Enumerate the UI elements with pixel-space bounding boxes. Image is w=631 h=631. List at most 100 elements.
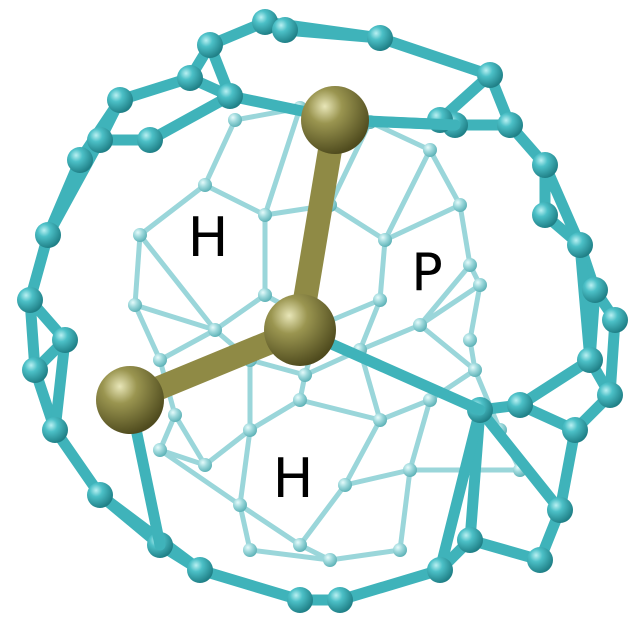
back-atom-27 <box>293 538 307 552</box>
back-bond-41 <box>342 467 413 488</box>
back-bond-59 <box>157 327 218 363</box>
back-bond-45 <box>417 322 478 373</box>
back-atom-26 <box>233 498 247 512</box>
front-bond-16 <box>194 564 306 606</box>
back-atom-4 <box>453 198 467 212</box>
back-atom-37 <box>393 543 407 557</box>
back-bond-5 <box>202 117 238 188</box>
front-atom-23 <box>67 147 93 173</box>
back-bond-42 <box>407 397 433 473</box>
front-bond-45 <box>144 90 236 146</box>
back-bond-34 <box>297 397 383 423</box>
front-atom-28 <box>217 83 243 109</box>
front-atom-33 <box>272 17 298 43</box>
front-atom-7 <box>602 307 628 333</box>
back-atom-25 <box>243 423 257 437</box>
back-bond-38 <box>237 502 303 548</box>
back-bond-53 <box>397 467 413 553</box>
back-bond-62 <box>137 232 218 333</box>
front-atom-26 <box>197 32 223 58</box>
front-atom-6 <box>582 277 608 303</box>
front-atom-24 <box>87 127 113 153</box>
front-atom-18 <box>87 482 113 508</box>
front-bond-36 <box>279 24 386 44</box>
front-atom-20 <box>22 357 48 383</box>
front-atom-2 <box>477 62 503 88</box>
back-atom-11 <box>198 458 212 472</box>
back-bond-52 <box>327 547 403 563</box>
back-bond-27 <box>357 322 423 353</box>
back-bond-60 <box>262 105 303 218</box>
front-atom-12 <box>427 557 453 583</box>
hexagon-face-label-bottom: H <box>273 447 314 510</box>
pentagon-face-label-right: P <box>411 243 442 303</box>
back-bond-49 <box>237 502 253 553</box>
dopant-atom-0 <box>301 86 369 154</box>
front-atom-14 <box>327 587 353 613</box>
back-bond-6 <box>137 182 208 238</box>
front-bond-14 <box>334 564 446 606</box>
back-atom-12 <box>258 208 272 222</box>
front-atom-1 <box>367 25 393 51</box>
front-cage-atoms <box>17 9 628 613</box>
front-atom-34 <box>532 202 558 228</box>
front-atom-13 <box>457 527 483 553</box>
back-atom-36 <box>323 553 337 567</box>
back-atom-20 <box>298 368 312 382</box>
back-bond-14 <box>377 237 388 303</box>
front-atom-3 <box>497 112 523 138</box>
back-bond-11 <box>202 182 268 218</box>
back-atom-18 <box>208 323 222 337</box>
front-bond-42 <box>474 404 566 516</box>
front-atom-35 <box>577 347 603 373</box>
front-bond-50 <box>94 489 206 576</box>
back-atom-35 <box>243 543 257 557</box>
back-atom-24 <box>293 393 307 407</box>
front-atom-25 <box>107 87 133 113</box>
front-atom-8 <box>597 382 623 408</box>
hexagon-face-label-left: H <box>188 206 229 269</box>
front-atom-38 <box>52 327 78 353</box>
back-atom-7 <box>133 228 147 242</box>
front-bond-19 <box>49 424 106 501</box>
dopant-atom-2 <box>96 366 164 434</box>
back-atom-30 <box>423 393 437 407</box>
front-atom-22 <box>35 222 61 248</box>
dopant-atoms <box>96 86 369 434</box>
back-bond-32 <box>247 397 303 433</box>
back-bond-7 <box>132 232 143 308</box>
back-bond-28 <box>417 262 473 328</box>
front-bond-39 <box>514 354 596 411</box>
back-bond-61 <box>382 147 433 243</box>
back-bond-36 <box>202 427 253 468</box>
back-bond-39 <box>297 482 348 548</box>
front-atom-9 <box>562 417 588 443</box>
front-bond-53 <box>539 159 586 251</box>
back-atom-3 <box>423 143 437 157</box>
back-bond-26 <box>357 297 383 353</box>
back-atom-9 <box>153 353 167 367</box>
back-atom-8 <box>128 298 142 312</box>
front-atom-11 <box>527 547 553 573</box>
back-atom-5 <box>463 258 477 272</box>
back-atom-34 <box>403 463 417 477</box>
back-atom-15 <box>373 293 387 307</box>
back-atom-14 <box>378 233 392 247</box>
front-atom-37 <box>137 127 163 153</box>
back-bond-19 <box>382 202 463 243</box>
back-bond-40 <box>342 417 383 488</box>
back-bond-43 <box>377 397 433 423</box>
back-atom-28 <box>338 478 352 492</box>
front-bond-10 <box>554 424 581 516</box>
front-atom-21 <box>17 287 43 313</box>
back-atom-29 <box>373 413 387 427</box>
back-atom-23 <box>473 278 487 292</box>
back-bond-10 <box>172 412 208 468</box>
front-bond-1 <box>374 32 496 81</box>
back-bond-21 <box>132 302 218 333</box>
back-bond-37 <box>237 427 253 508</box>
dopant-atom-1 <box>264 294 336 366</box>
front-atom-0 <box>252 9 278 35</box>
front-atom-19 <box>42 417 68 443</box>
